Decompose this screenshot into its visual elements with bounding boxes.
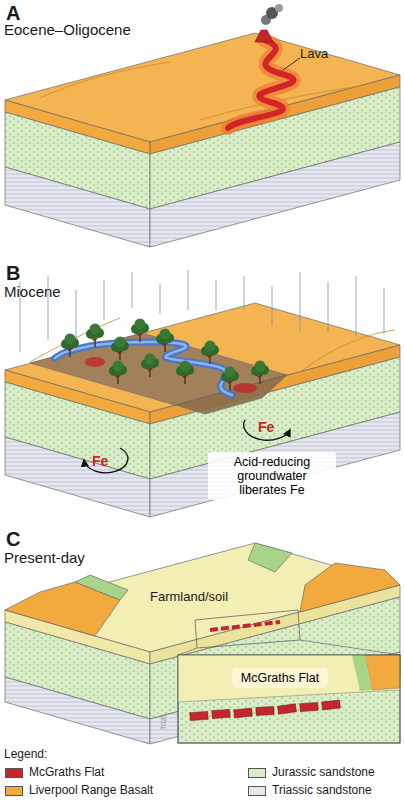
period-label: Present-day (4, 550, 85, 567)
legend-heading: Legend: (4, 748, 47, 761)
element-label: Fe (92, 454, 108, 469)
area-label: Farmland/soil (150, 590, 228, 604)
box-text: McGraths Flat (236, 671, 324, 685)
legend-swatch (5, 768, 23, 778)
legend-text: McGraths Flat (29, 766, 104, 779)
watermark: T025 (160, 714, 168, 730)
period-label: Eocene–Oligocene (4, 22, 131, 39)
callout-box: Acid-reducing groundwater liberates Fe (208, 452, 336, 500)
legend-swatch (248, 786, 266, 796)
legend-swatch (5, 786, 23, 796)
inset (178, 655, 400, 743)
site-label-box: McGraths Flat (232, 668, 328, 688)
panel-letter: B (6, 262, 20, 284)
legend-text: Jurassic sandstone (272, 766, 375, 779)
panel-letter: A (6, 2, 20, 24)
legend-text: Triassic sandstone (272, 784, 372, 797)
box-text: Acid-reducing groundwater liberates Fe (212, 455, 332, 497)
legend-swatch (248, 768, 266, 778)
legend-text: Liverpool Range Basalt (29, 784, 153, 797)
block-a (5, 33, 400, 247)
panel-letter: C (6, 528, 20, 550)
block-b (5, 303, 400, 517)
callout-label: Lava (300, 47, 328, 61)
period-label: Miocene (4, 284, 61, 301)
block-c (5, 543, 400, 744)
element-label: Fe (258, 420, 274, 435)
